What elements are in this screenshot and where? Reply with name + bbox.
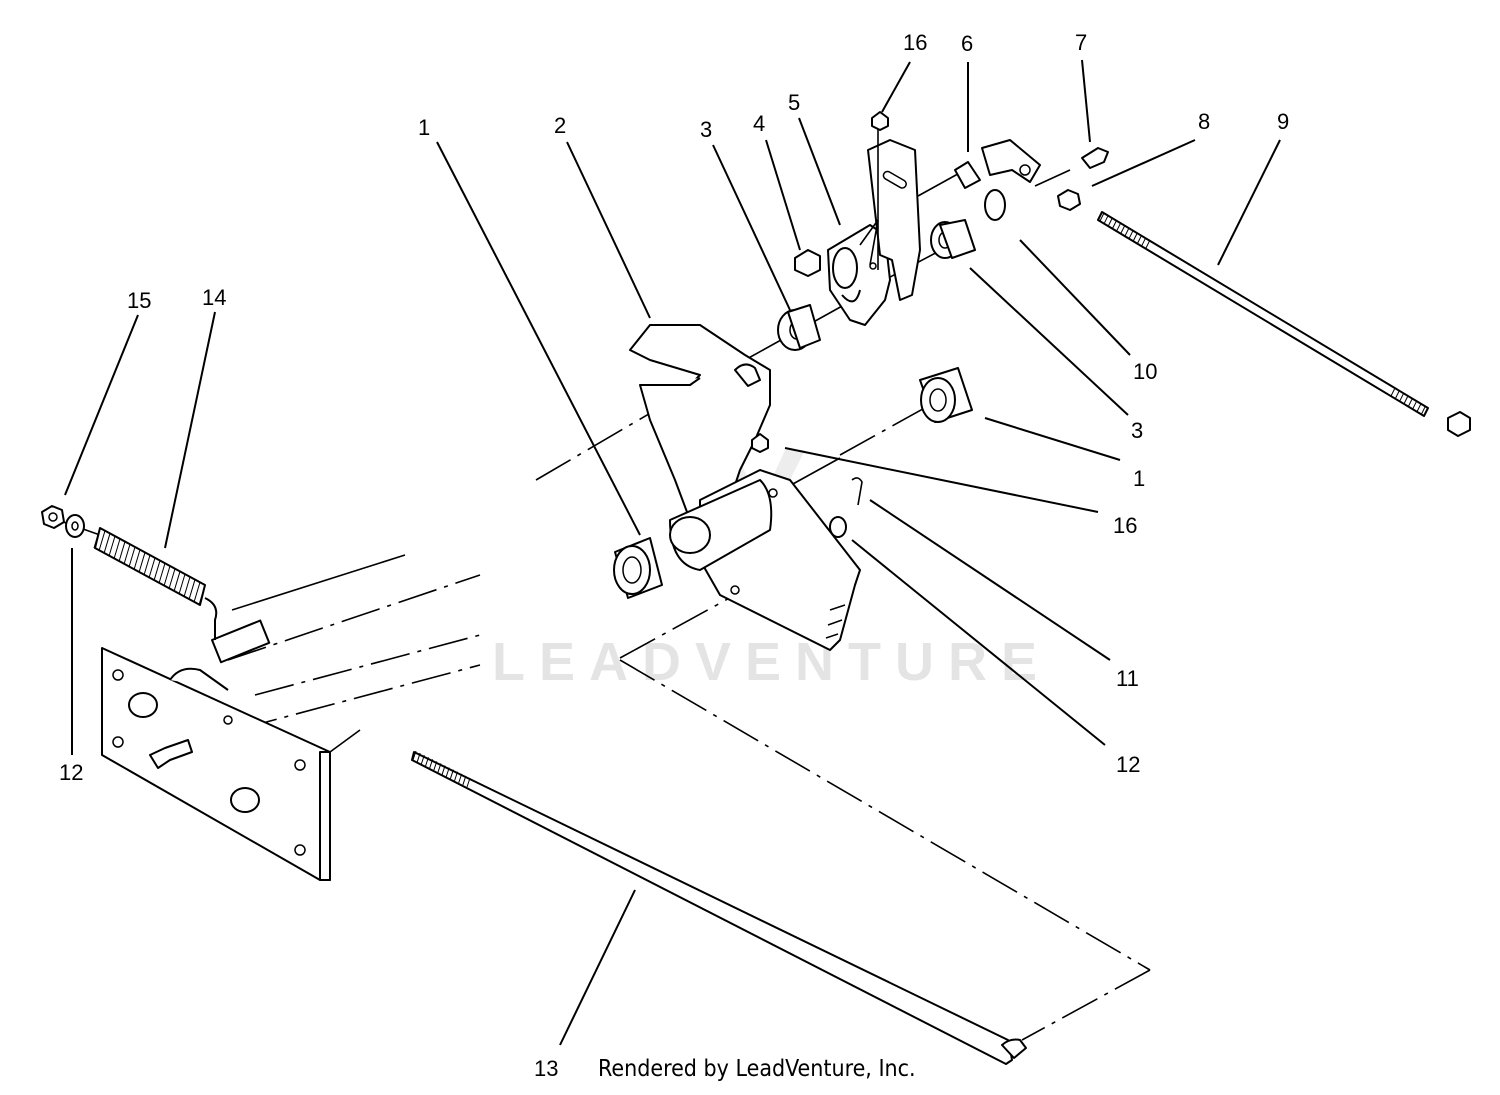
callout-3: 3 [700,117,712,142]
leader-lines [64,59,1281,1046]
flange-bushing-upper [919,367,973,423]
bracket-plate [101,619,361,881]
flange-bushing-3a [777,304,821,351]
callout-5: 5 [788,90,800,115]
callout-13: 13 [534,1056,558,1081]
bolt-7 [1081,147,1109,169]
hex-bolt [149,715,233,769]
callout-4: 4 [753,111,765,136]
adjuster-bolt [954,139,1041,189]
cotter-pin [851,477,863,506]
callout-12-right: 12 [1116,752,1140,777]
rendered-by-credit: Rendered by LeadVenture, Inc. [598,1056,916,1082]
callout-2: 2 [554,113,566,138]
flat-washer-12 [829,516,847,538]
callout-16-lower: 16 [1113,513,1137,538]
callout-7: 7 [1075,30,1087,55]
flange-bushing-3b [930,219,976,259]
control-rod-upper [1097,211,1429,417]
hex-nut-8 [1057,189,1081,211]
cam-bracket [827,224,891,326]
rod-end-nut [1447,411,1471,437]
callout-1: 1 [418,115,430,140]
control-rod-lower [411,750,1027,1065]
callout-1-right: 1 [1133,466,1145,491]
lever-hub [669,469,861,651]
flat-washer [65,514,85,538]
callout-12-left: 12 [59,760,83,785]
pivot-plate [867,120,921,301]
callout-8: 8 [1198,109,1210,134]
callout-3-right: 3 [1131,418,1143,443]
lock-nut-16-top [871,111,889,131]
hex-nut-4 [794,249,821,277]
assembly-centerlines [51,169,1151,1041]
callout-9: 9 [1277,109,1289,134]
spring-hook [204,597,218,640]
callout-labels: 1 2 3 4 5 16 6 7 8 9 10 3 1 16 11 12 15 … [59,30,1289,1081]
callout-10: 10 [1133,359,1157,384]
callout-11: 11 [1116,666,1139,691]
flat-washer-10 [984,189,1006,221]
callout-14: 14 [202,285,226,310]
callout-16-top: 16 [903,30,927,55]
extension-spring [93,527,206,606]
watermark-text: LEADVENTURE [492,632,1051,692]
linkage-pin [859,219,879,270]
lock-nut-16-lower [751,433,769,453]
callout-6: 6 [961,31,973,56]
callout-15: 15 [127,288,151,313]
flange-bushing-lower [613,537,663,599]
hex-nut [41,505,65,529]
